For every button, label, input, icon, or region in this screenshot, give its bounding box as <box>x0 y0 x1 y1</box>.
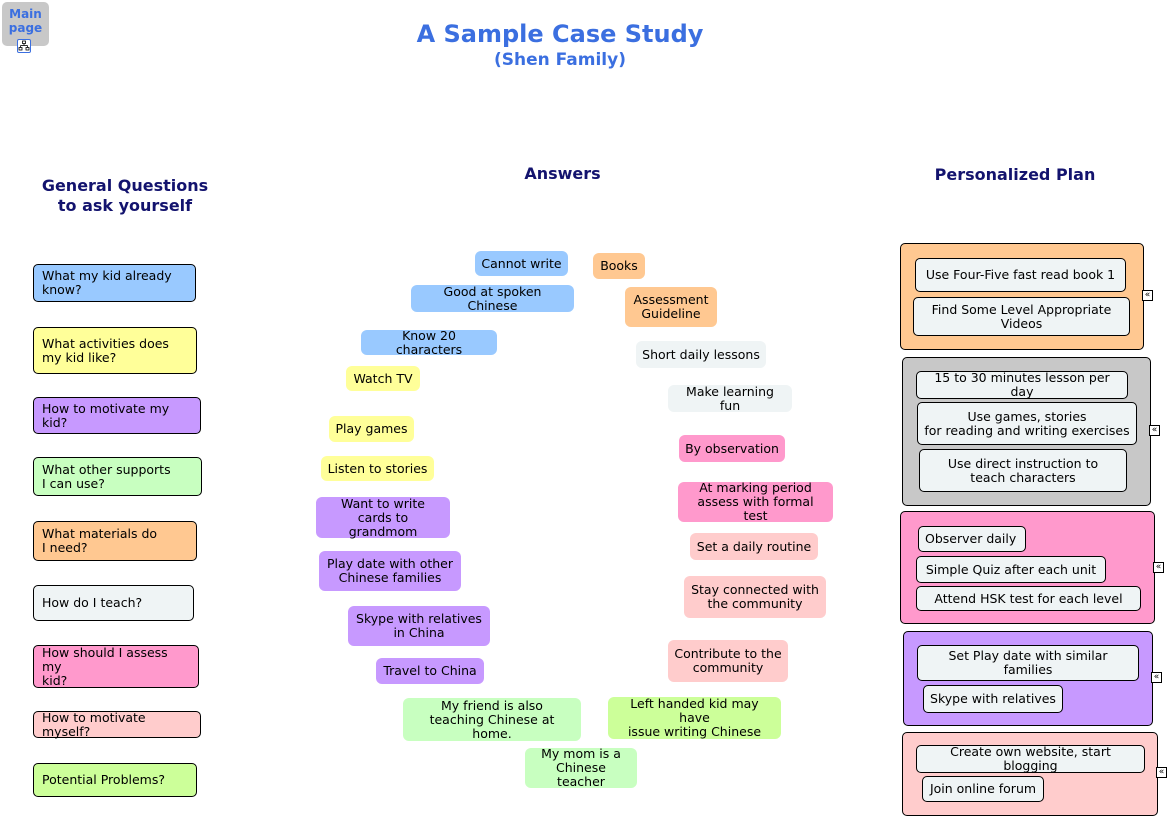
answer-node[interactable]: Stay connected with the community <box>684 576 826 618</box>
plan-item[interactable]: Set Play date with similar families <box>917 645 1139 681</box>
questions-heading: General Questions to ask yourself <box>41 176 209 215</box>
main-page-button[interactable]: Main page <box>2 2 49 46</box>
answer-node[interactable]: Set a daily routine <box>690 533 818 560</box>
collapse-icon[interactable]: « <box>1149 425 1160 436</box>
answer-node[interactable]: At marking period assess with formal tes… <box>678 481 833 523</box>
answer-node[interactable]: Watch TV <box>346 366 420 391</box>
answer-node[interactable]: Left handed kid may have issue writing C… <box>608 697 781 739</box>
question-node[interactable]: How do I teach? <box>33 585 194 621</box>
answer-node[interactable]: Good at spoken Chinese <box>411 284 574 312</box>
answer-node[interactable]: Assessment Guideline <box>625 287 717 327</box>
answer-node[interactable]: By observation <box>679 435 785 462</box>
question-node[interactable]: What activities does my kid like? <box>33 327 197 374</box>
sitemap-icon[interactable] <box>17 39 31 53</box>
plan-item[interactable]: Use Four-Five fast read book 1 <box>915 258 1126 292</box>
answer-node[interactable]: Listen to stories <box>321 456 434 481</box>
answer-node[interactable]: Play date with other Chinese families <box>319 551 461 591</box>
question-node[interactable]: How to motivate my kid? <box>33 397 201 434</box>
plan-item[interactable]: Join online forum <box>922 776 1044 802</box>
plan-item[interactable]: Create own website, start blogging <box>916 745 1145 773</box>
plan-heading: Personalized Plan <box>934 165 1096 184</box>
answer-node[interactable]: Books <box>593 253 645 279</box>
collapse-icon[interactable]: « <box>1156 767 1167 778</box>
answer-node[interactable]: Short daily lessons <box>636 341 766 368</box>
answer-node[interactable]: My mom is a Chinese teacher <box>525 747 637 789</box>
collapse-icon[interactable]: « <box>1142 290 1153 301</box>
plan-item[interactable]: Attend HSK test for each level <box>916 586 1141 611</box>
question-node[interactable]: What my kid already know? <box>33 264 196 302</box>
answer-node[interactable]: Travel to China <box>376 658 484 684</box>
answer-node[interactable]: Skype with relatives in China <box>348 606 490 646</box>
answer-node[interactable]: Contribute to the community <box>668 640 788 682</box>
plan-item[interactable]: Use direct instruction to teach characte… <box>919 449 1127 492</box>
answer-node[interactable]: Play games <box>329 416 414 442</box>
page-subtitle: (Shen Family) <box>494 50 626 70</box>
answers-heading: Answers <box>524 164 601 183</box>
plan-item[interactable]: Simple Quiz after each unit <box>916 556 1106 583</box>
plan-item[interactable]: Find Some Level Appropriate Videos <box>913 297 1130 336</box>
plan-item[interactable]: 15 to 30 minutes lesson per day <box>916 371 1128 399</box>
collapse-icon[interactable]: « <box>1151 672 1162 683</box>
plan-item[interactable]: Observer daily <box>918 526 1026 552</box>
collapse-icon[interactable]: « <box>1153 562 1164 573</box>
question-node[interactable]: How should I assess my kid? <box>33 645 199 688</box>
question-node[interactable]: What materials do I need? <box>33 521 197 561</box>
answer-node[interactable]: My friend is also teaching Chinese at ho… <box>403 698 581 741</box>
question-node[interactable]: How to motivate myself? <box>33 710 201 738</box>
plan-item[interactable]: Skype with relatives <box>923 685 1063 713</box>
question-node[interactable]: Potential Problems? <box>33 763 197 797</box>
plan-item[interactable]: Use games, stories for reading and writi… <box>917 402 1137 445</box>
answer-node[interactable]: Want to write cards to grandmom <box>316 496 450 538</box>
page-title: A Sample Case Study <box>416 20 704 48</box>
answer-node[interactable]: Make learning fun <box>668 384 792 412</box>
answer-node[interactable]: Know 20 characters <box>361 328 497 356</box>
question-node[interactable]: What other supports I can use? <box>33 457 202 496</box>
answer-node[interactable]: Cannot write <box>475 251 568 276</box>
